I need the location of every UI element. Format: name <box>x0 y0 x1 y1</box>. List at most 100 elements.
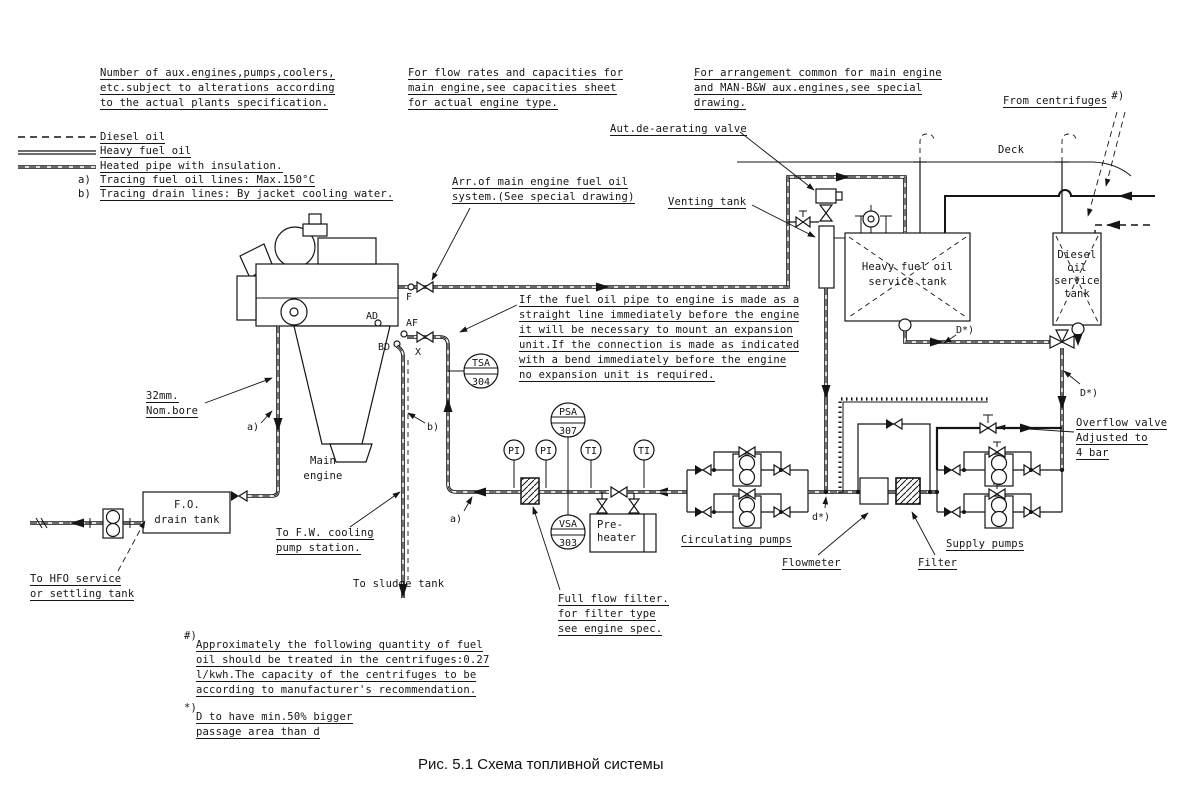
note-star-ref: *) <box>184 702 198 714</box>
conn-f: F <box>406 292 412 303</box>
valve-icon <box>944 505 961 519</box>
supply-pumps-block <box>934 441 1065 529</box>
legend-tracing-a: a)Tracing fuel oil lines: Max.150°C <box>78 174 316 187</box>
note-passage-area: D to have min.50% bigger passage area th… <box>196 711 353 739</box>
valve-icon <box>595 498 609 514</box>
valve-icon <box>416 330 434 344</box>
valve-icon <box>738 487 756 501</box>
valve-icon <box>627 498 641 514</box>
label-pre-heater: Pre- heater <box>597 519 637 544</box>
transfer-line <box>808 489 937 495</box>
valve-icon <box>988 441 1006 459</box>
label-venting-tank: Venting tank <box>668 196 747 209</box>
label-fo-drain-tank: F.O. drain tank <box>154 499 220 526</box>
pump-icon <box>102 508 124 539</box>
deck-line <box>737 161 1132 177</box>
pump-icon <box>732 453 762 487</box>
valve-icon <box>610 485 628 499</box>
legend-diesel-oil: Diesel oil <box>100 131 166 144</box>
leader-lines <box>117 131 1081 591</box>
figure-caption: Рис. 5.1 Схема топливной системы <box>418 756 664 773</box>
venting-circuit <box>398 172 907 492</box>
tracing-b: b) <box>427 422 439 433</box>
connection-labels: AD AF BD F X a) a) b) D*) D*) d*) <box>247 292 1098 525</box>
conn-ad: AD <box>366 311 378 322</box>
legend-tracing-b: b)Tracing drain lines: By jacket cooling… <box>78 188 394 201</box>
note-arr-main-engine: Arr.of main engine fuel oil system.(See … <box>452 176 635 204</box>
tank-outlet-piping <box>903 329 1083 470</box>
overflow-valve-icon <box>979 414 997 435</box>
label-filter: Filter <box>918 557 958 570</box>
full-flow-filter-icon <box>520 477 540 505</box>
venting-tank-shape <box>818 225 835 289</box>
label-de-aerating-valve: Aut.de-aerating valve <box>610 123 747 136</box>
note-expansion: If the fuel oil pipe to engine is made a… <box>519 294 800 382</box>
do-service-tank <box>1052 232 1102 336</box>
label-do-tank: Diesel oil service tank <box>1054 249 1100 300</box>
tag-pi-1: PI <box>508 446 520 457</box>
tag-vsa: VSA <box>559 519 577 530</box>
filter-icon <box>895 477 921 505</box>
instrument-tsa <box>448 353 499 389</box>
tag-ti-1: TI <box>585 446 597 457</box>
valve-icon <box>988 483 1006 501</box>
note-centrifuge-quantity: Approximately the following quantity of … <box>196 639 490 697</box>
valve-icon <box>695 463 712 477</box>
conn-af: AF <box>406 318 418 329</box>
note-bore: 32mm. Nom.bore <box>146 390 199 418</box>
note-flow-rates: For flow rates and capacities for main e… <box>408 67 624 110</box>
de-aerating-valve-icon <box>815 188 843 222</box>
note-aux-engines: Number of aux.engines,pumps,coolers, etc… <box>100 67 335 110</box>
label-hfo-tank: Heavy fuel oil service tank <box>861 261 954 288</box>
valve-icon <box>738 445 756 459</box>
label-d-star-2: D*) <box>1080 388 1098 399</box>
note-overflow-valve: Overflow valve Adjusted to 4 bar <box>1076 417 1168 460</box>
label-d-star-1: D*) <box>956 325 974 336</box>
instrument-labels: TSA 304 PSA 307 VSA 303 PI PI TI TI <box>472 358 650 549</box>
legend-line-samples <box>18 136 96 169</box>
tag-ti-2: TI <box>638 446 650 457</box>
valve-icon <box>416 280 434 294</box>
tag-psa: PSA <box>559 407 577 418</box>
tag-tsa: TSA <box>472 358 490 369</box>
pump-icon <box>984 453 1014 487</box>
instrument-psa-vsa <box>550 402 586 550</box>
main-engine-drawing <box>236 213 408 463</box>
flowmeter-icon <box>859 477 889 505</box>
tracing-a-1: a) <box>247 422 259 433</box>
label-main-engine: Main engine <box>303 455 343 482</box>
overflow-line <box>935 414 1062 470</box>
circulating-pumps-block <box>686 445 809 529</box>
vent-goosenecks <box>913 133 1077 233</box>
tag-tsa-num: 304 <box>472 377 490 388</box>
label-circulating-pumps: Circulating pumps <box>681 534 792 547</box>
hfo-service-tank <box>830 215 971 332</box>
piping-diagram: AD AF BD F X a) a) b) D*) D*) d*) TSA 30… <box>18 111 1155 598</box>
drain-transfer-line <box>30 508 143 539</box>
label-flowmeter: Flowmeter <box>782 557 841 570</box>
legend-heated-pipe: Heated pipe with insulation. <box>100 160 283 173</box>
valve-icon <box>944 463 961 477</box>
tag-vsa-num: 303 <box>559 538 577 549</box>
valve-icon <box>795 210 811 229</box>
sludge-line <box>395 344 409 598</box>
engine-drain-line <box>231 326 283 503</box>
note-to-fw-cooling: To F.W. cooling pump station. <box>276 527 374 555</box>
pre-heater-shape <box>589 485 687 553</box>
tracing-a-2: a) <box>450 514 462 525</box>
label-from-centrifuges: From centrifuges#) <box>1003 90 1125 108</box>
note-hash-ref: #) <box>184 630 198 642</box>
instrument-gauges <box>503 439 655 488</box>
legend-heavy-fuel-oil: Heavy fuel oil <box>100 145 192 158</box>
engine-supply-line <box>407 330 668 497</box>
three-way-valve-icon <box>1049 329 1075 349</box>
from-centrifuges-lines <box>944 111 1155 233</box>
note-to-hfo-service: To HFO service or settling tank <box>30 573 135 601</box>
yard-supply-boundary <box>838 397 988 493</box>
note-arrangement: For arrangement common for main engine a… <box>694 67 942 110</box>
label-supply-pumps: Supply pumps <box>946 538 1025 551</box>
label-deck: Deck <box>998 144 1025 156</box>
note-full-flow-filter: Full flow filter. for filter type see en… <box>558 593 669 636</box>
tag-psa-num: 307 <box>559 426 577 437</box>
